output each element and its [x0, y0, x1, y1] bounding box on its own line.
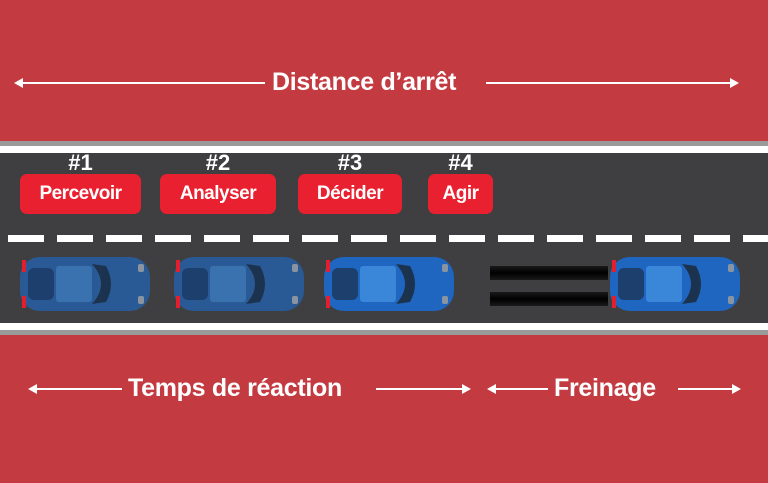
arrow-line	[376, 388, 464, 390]
arrow-left-icon	[28, 384, 37, 394]
skid-mark	[490, 292, 608, 306]
lane-dash	[8, 235, 44, 242]
car-icon	[322, 254, 456, 314]
lane-dash	[400, 235, 436, 242]
lane-dash	[57, 235, 93, 242]
lane-dash	[351, 235, 387, 242]
lane-dash	[645, 235, 681, 242]
car-icon	[608, 254, 742, 314]
arrow-left-icon	[14, 78, 23, 88]
arrow-line	[493, 388, 548, 390]
road-edge-line	[0, 146, 768, 153]
lane-dash	[155, 235, 191, 242]
lane-dash	[498, 235, 534, 242]
arrow-right-icon	[732, 384, 741, 394]
road-edge	[0, 330, 768, 335]
lane-dash	[204, 235, 240, 242]
lane-dash	[449, 235, 485, 242]
arrow-right-icon	[730, 78, 739, 88]
arrow-line	[486, 82, 731, 84]
step-badge-decider: Décider	[298, 174, 402, 214]
step-badge-agir: Agir	[428, 174, 493, 214]
arrow-right-icon	[462, 384, 471, 394]
road-edge-line	[0, 323, 768, 330]
arrow-line	[34, 388, 122, 390]
arrow-left-icon	[487, 384, 496, 394]
stopping-distance-title: Distance d’arrêt	[272, 68, 457, 96]
arrow-line	[20, 82, 265, 84]
lane-dash	[253, 235, 289, 242]
step-number: #2	[205, 150, 231, 175]
lane-dash	[743, 235, 768, 242]
skid-mark	[490, 266, 608, 280]
step-number: #3	[337, 150, 363, 175]
car-icon	[18, 254, 152, 314]
lane-dash	[106, 235, 142, 242]
car-icon	[172, 254, 306, 314]
lane-dash	[596, 235, 632, 242]
road-edge	[0, 141, 768, 146]
step-badge-percevoir: Percevoir	[20, 174, 141, 214]
arrow-line	[678, 388, 733, 390]
braking-label: Freinage	[554, 374, 656, 402]
step-badge-analyser: Analyser	[160, 174, 276, 214]
lane-dash	[547, 235, 583, 242]
step-number: #4	[448, 150, 473, 175]
reaction-time-label: Temps de réaction	[128, 374, 342, 402]
lane-dash	[302, 235, 338, 242]
step-number: #1	[68, 150, 93, 175]
lane-dash	[694, 235, 730, 242]
